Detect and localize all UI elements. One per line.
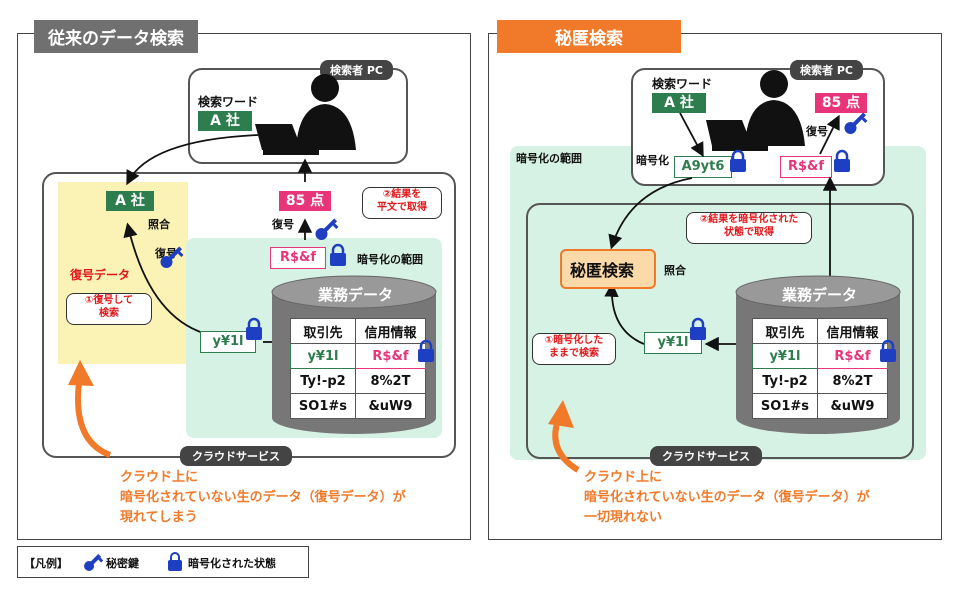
right-callout-1-line-1: ①暗号化した — [544, 335, 604, 346]
key-icon — [315, 218, 339, 240]
left-callout-1-line-1: ①復号して — [84, 295, 134, 306]
table-cell: SO1#s — [752, 393, 818, 419]
right-encrypted-query: y¥1l — [644, 332, 702, 354]
right-decrypt-label: 復号 — [806, 125, 828, 138]
right-note-line-3: 一切現れない — [584, 510, 663, 525]
table-cell: SO1#s — [290, 393, 356, 419]
right-encryption-zone-label: 暗号化の範囲 — [516, 152, 582, 165]
key-icon — [160, 246, 184, 268]
right-result-chip: 85 点 — [815, 93, 867, 113]
lock-icon — [880, 339, 896, 362]
left-note-line-1: クラウド上に — [120, 470, 199, 485]
left-db-title: 業務データ — [318, 286, 394, 304]
left-search-word-chip: A 社 — [198, 111, 252, 131]
right-search-word-chip: A 社 — [652, 93, 706, 113]
left-callout-1: ①復号して 検索 — [66, 293, 152, 325]
left-callout-2-line-1: ②結果を — [382, 189, 422, 200]
left-encryption-zone-label: 暗号化の範囲 — [357, 253, 423, 266]
table-cell: y¥1l — [752, 343, 818, 369]
legend-box — [17, 546, 309, 578]
lock-icon — [330, 243, 346, 266]
right-panel-title: 秘匿検索 — [497, 20, 681, 53]
table-header-row: 取引先 信用情報 — [290, 318, 427, 344]
left-panel-title: 従来のデータ検索 — [34, 20, 198, 53]
lock-icon — [690, 317, 706, 340]
left-decrypt-label-result: 復号 — [272, 218, 294, 231]
key-icon — [844, 112, 868, 134]
left-note-line-2: 暗号化されていない生のデータ（復号データ）が — [120, 490, 406, 505]
table-row: y¥1l R$&f — [752, 343, 889, 369]
left-decrypted-zone-label: 復号データ — [70, 268, 131, 282]
right-search-word-label: 検索ワード — [652, 77, 713, 91]
lock-icon — [834, 149, 850, 172]
table-header: 取引先 — [752, 318, 818, 344]
right-encrypted-result-pc: R$&f — [780, 156, 832, 178]
right-db-title: 業務データ — [782, 286, 858, 304]
left-encrypted-result: R$&f — [270, 247, 326, 269]
secret-search-box — [560, 249, 656, 289]
table-cell: R$&f — [816, 343, 889, 369]
table-header: 信用情報 — [816, 318, 889, 344]
table-cell: 8%2T — [816, 368, 889, 394]
right-callout-2-line-2: 状態で取得 — [724, 227, 774, 238]
left-callout-1-line-2: 検索 — [99, 308, 119, 319]
left-result-chip: 85 点 — [279, 191, 331, 211]
left-note-line-3: 現れてしまう — [120, 510, 198, 525]
right-db-table: 取引先 信用情報 y¥1l R$&f Ty!-p2 8%2T SO1#s &uW… — [752, 318, 889, 419]
lock-icon — [418, 339, 434, 362]
table-header: 信用情報 — [354, 318, 427, 344]
table-row: SO1#s &uW9 — [752, 393, 889, 419]
left-match-label: 照合 — [148, 218, 170, 231]
left-db-table: 取引先 信用情報 y¥1l R$&f Ty!-p2 8%2T SO1#s &uW… — [290, 318, 427, 419]
left-pc-label: 検索者 PC — [320, 60, 393, 80]
left-encrypted-query: y¥1l — [200, 331, 256, 353]
legend-lock-label: 暗号化された状態 — [188, 557, 276, 570]
left-callout-2: ②結果を 平文で取得 — [362, 187, 442, 219]
right-encrypt-label: 暗号化 — [636, 154, 669, 167]
left-note: クラウド上に 暗号化されていない生のデータ（復号データ）が 現れてしまう — [120, 468, 406, 528]
left-query-chip: A 社 — [106, 191, 154, 211]
table-cell: &uW9 — [354, 393, 427, 419]
legend-key-label: 秘密鍵 — [106, 557, 139, 570]
right-match-label: 照合 — [664, 264, 686, 277]
secret-search-label: 秘匿検索 — [570, 261, 635, 280]
table-cell: R$&f — [354, 343, 427, 369]
right-note-line-2: 暗号化されていない生のデータ（復号データ）が — [584, 490, 870, 505]
table-row: SO1#s &uW9 — [290, 393, 427, 419]
table-header-row: 取引先 信用情報 — [752, 318, 889, 344]
right-callout-2: ②結果を暗号化された 状態で取得 — [686, 212, 812, 244]
right-note: クラウド上に 暗号化されていない生のデータ（復号データ）が 一切現れない — [584, 468, 870, 528]
lock-icon — [730, 149, 746, 172]
left-search-word-label: 検索ワード — [198, 95, 259, 109]
table-cell: y¥1l — [290, 343, 356, 369]
left-callout-2-line-2: 平文で取得 — [377, 202, 427, 213]
legend-title: 【凡例】 — [24, 557, 68, 570]
right-callout-1-line-2: ままで検索 — [549, 348, 599, 359]
table-row: y¥1l R$&f — [290, 343, 427, 369]
right-callout-1: ①暗号化した ままで検索 — [532, 333, 616, 365]
legend-key-icon — [84, 553, 104, 571]
table-header: 取引先 — [290, 318, 356, 344]
lock-icon — [246, 317, 262, 340]
left-decrypted-zone — [58, 182, 188, 364]
right-callout-2-line-1: ②結果を暗号化された — [699, 214, 799, 225]
legend-lock-icon — [168, 552, 182, 571]
left-cloud-label: クラウドサービス — [180, 446, 292, 466]
table-cell: &uW9 — [816, 393, 889, 419]
table-cell: Ty!-p2 — [290, 368, 356, 394]
right-note-line-1: クラウド上に — [584, 470, 663, 485]
right-cloud-label: クラウドサービス — [650, 446, 762, 466]
right-pc-label: 検索者 PC — [790, 60, 863, 80]
